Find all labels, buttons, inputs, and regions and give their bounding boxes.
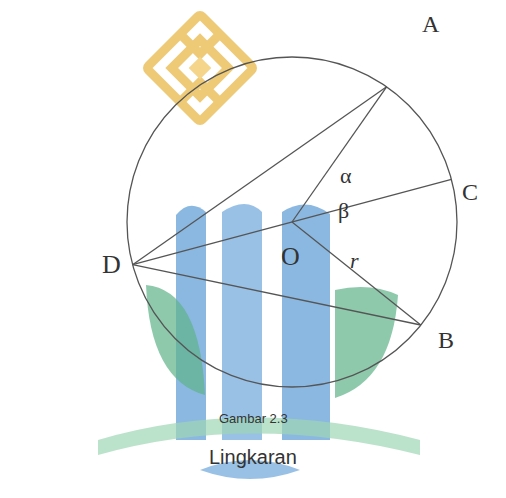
circle: [127, 57, 457, 387]
gold-emblem: [146, 14, 253, 121]
figure-title: Lingkaran: [209, 447, 297, 467]
point-label: C: [462, 180, 478, 204]
blue-pillars: [176, 204, 330, 440]
chord-da: [133, 87, 387, 265]
point-label: D: [102, 252, 121, 278]
angle-label: β: [338, 200, 349, 222]
radius-oa: [292, 87, 387, 222]
point-label: A: [422, 12, 439, 36]
radius-label: r: [350, 250, 359, 272]
radius-ob: [292, 222, 421, 325]
center-label: O: [281, 244, 300, 270]
angle-label: α: [340, 165, 352, 187]
point-label: B: [438, 328, 454, 352]
chord-db: [133, 265, 421, 325]
figure-caption: Gambar 2.3: [219, 412, 288, 425]
